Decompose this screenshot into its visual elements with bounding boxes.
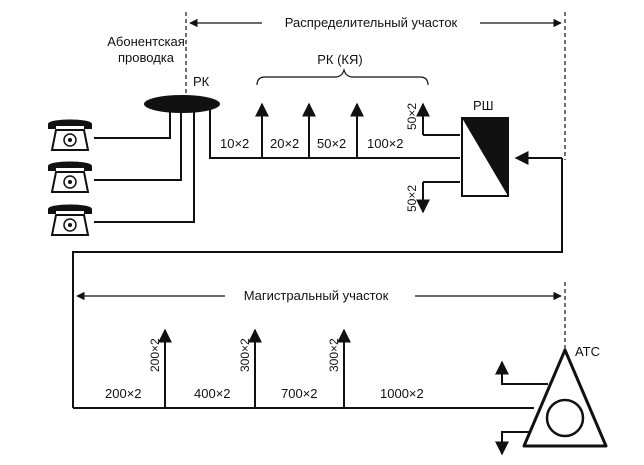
ats-label: АТС [575,344,600,359]
rk-label: РК [193,74,210,89]
distribution-cabinet-icon [461,117,509,197]
rsh-branch-label-bottom: 50×2 [405,185,419,212]
rsh-label: РШ [473,98,494,113]
exchange-icon [522,348,608,448]
subscriber-wiring-label-line1: Абонентская [107,34,185,49]
telephone-icon [48,204,92,236]
rk-ky-brace: РК (КЯ) [256,52,429,86]
dist-cable-label-1: 10×2 [220,136,249,151]
feeder-line [72,158,563,408]
dist-cable-label-4: 100×2 [367,136,404,151]
trunk-branch-label-3: 300×2 [327,338,341,372]
dist-cable-label-3: 50×2 [317,136,346,151]
telephone-icon [48,161,92,193]
trunk-branch-label-1: 200×2 [148,338,162,372]
subscriber-wires [94,108,195,223]
telephone-1 [48,119,92,151]
telephone-2 [48,161,92,193]
trunk-cable-label-3: 700×2 [281,386,318,401]
trunk-section-dimension: Магистральный участок [72,260,566,370]
trunk-cable [73,328,548,456]
subscriber-wiring-label-line2: проводка [118,50,175,65]
telephone-3 [48,204,92,236]
dist-cable-label-2: 20×2 [270,136,299,151]
distribution-section-label: Распределительный участок [285,15,458,30]
trunk-cable-label-2: 400×2 [194,386,231,401]
trunk-branch-label-2: 300×2 [238,338,252,372]
trunk-section-label: Магистральный участок [244,288,389,303]
trunk-cable-label-4: 1000×2 [380,386,424,401]
distribution-section-dimension: Распределительный участок [185,12,566,160]
trunk-cable-label-1: 200×2 [105,386,142,401]
distribution-box-icon [144,95,220,113]
telephone-icon [48,119,92,151]
rk-ky-label: РК (КЯ) [317,52,362,67]
distribution-cable [209,102,562,214]
rsh-branch-label-top: 50×2 [405,103,419,130]
